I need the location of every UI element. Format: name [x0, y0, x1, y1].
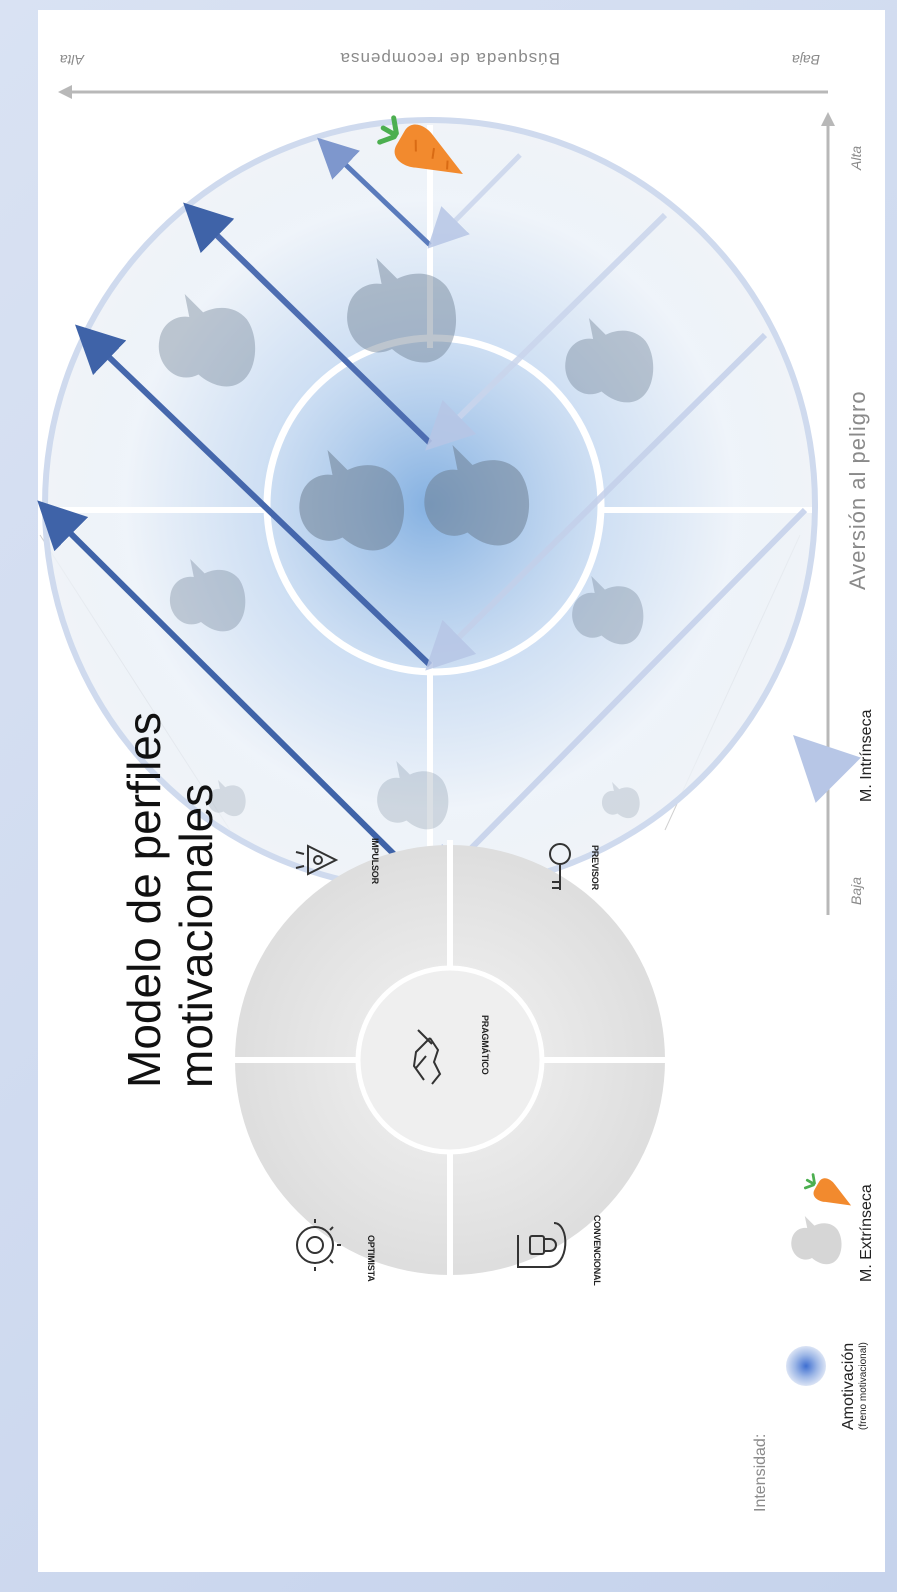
danger-axis-low: Baja: [848, 876, 864, 905]
carrot-icon: [377, 115, 463, 174]
title-line-1: Modelo de perfiles: [118, 712, 170, 1088]
lightbulb-head-icon: [296, 1219, 341, 1271]
danger-axis-arrowhead: [821, 112, 835, 126]
key-icon: [549, 843, 571, 890]
legend-intrinsic: M. Intrínseca: [858, 709, 875, 802]
label-previsor: PREVISOR: [590, 845, 600, 890]
amotivation-swatch: [786, 1346, 826, 1386]
label-impulsor: IMPULSOR: [370, 838, 380, 884]
intrinsic-arrows: [37, 137, 433, 893]
lock-head-icon: [517, 1222, 567, 1268]
rocket-icon: [295, 844, 339, 876]
legend-amotivation-sub: (freno motivacional): [858, 1342, 869, 1430]
reward-axis-arrowhead: [58, 85, 72, 99]
danger-axis-high: Alta: [848, 145, 864, 170]
danger-axis-title: Aversión al peligro: [845, 390, 870, 590]
fading-arrows: [425, 153, 808, 895]
label-convencional: CONVENCIONAL: [592, 1215, 602, 1286]
legend-extrinsic: M. Extrínseca: [858, 1184, 875, 1282]
legend-marks: [786, 735, 861, 1386]
legend-heading: Intensidad:: [752, 1433, 769, 1512]
reward-axis-high: Alta: [59, 52, 84, 68]
title: Modelo de perfiles motivacionales: [118, 712, 222, 1088]
arrow-legend-icon: [793, 735, 861, 803]
handshake-icon: [412, 1029, 442, 1085]
duck-legend-icon: [791, 1216, 842, 1265]
reward-axis-title: Búsqueda de recompensa: [339, 49, 560, 68]
label-pragmatico: PRAGMÁTICO: [480, 1015, 490, 1075]
legend-amotivation-label: Amotivación: [840, 1342, 857, 1430]
reward-axis-low: Baja: [791, 52, 820, 68]
legend-amotivation: Amotivación (freno motivacional): [840, 1342, 869, 1430]
title-line-2: motivacionales: [170, 783, 222, 1088]
profiles-circle: [230, 840, 668, 1280]
carrot-legend-icon: [803, 1173, 852, 1206]
label-optimista: OPTIMISTA: [366, 1235, 376, 1282]
